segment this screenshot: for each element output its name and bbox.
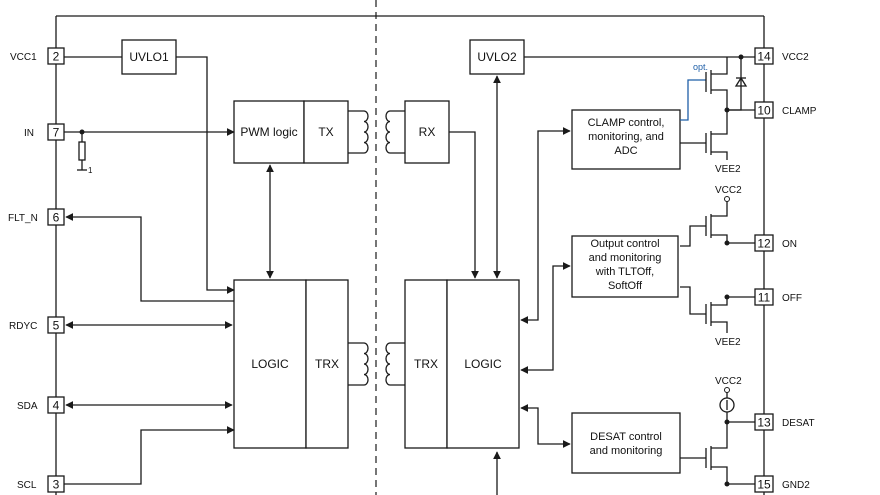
svg-text:7: 7	[53, 126, 60, 140]
svg-text:TRX: TRX	[414, 357, 438, 371]
svg-text:12: 12	[757, 237, 771, 251]
pin-flt-n: 6 FLT_N	[8, 208, 65, 226]
svg-text:OFF: OFF	[782, 293, 802, 304]
pin-on: 12 ON	[754, 234, 797, 252]
svg-text:14: 14	[757, 50, 771, 64]
pin-clamp: 10 CLAMP	[754, 101, 817, 119]
svg-text:VCC2: VCC2	[715, 376, 742, 387]
tx-block: TX	[303, 100, 349, 164]
pin-scl: 3 SCL	[17, 475, 65, 493]
pin-vcc1: 2 VCC1	[10, 47, 65, 65]
svg-text:and monitoring: and monitoring	[589, 252, 662, 264]
uvlo1-block: UVLO1	[121, 39, 177, 75]
svg-text:LOGIC: LOGIC	[251, 357, 289, 371]
svg-text:Output control: Output control	[590, 238, 659, 250]
svg-text:GND2: GND2	[782, 480, 810, 491]
svg-text:TX: TX	[318, 125, 333, 139]
trx-right-block: TRX	[404, 279, 448, 449]
svg-text:SDA: SDA	[17, 401, 38, 412]
pwm-logic-block: PWM logic	[233, 100, 305, 164]
desat-control-block: DESAT control and monitoring	[571, 412, 681, 474]
svg-text:and monitoring: and monitoring	[590, 445, 663, 457]
svg-text:15: 15	[757, 478, 771, 492]
svg-text:3: 3	[53, 478, 60, 492]
svg-text:RDYC: RDYC	[9, 321, 37, 332]
svg-text:VEE2: VEE2	[715, 337, 741, 348]
svg-text:with TLTOff,: with TLTOff,	[595, 266, 655, 278]
svg-text:VEE2: VEE2	[715, 164, 741, 175]
svg-text:RX: RX	[419, 125, 436, 139]
svg-text:monitoring, and: monitoring, and	[588, 131, 664, 143]
svg-text:SCL: SCL	[17, 480, 37, 491]
svg-text:10: 10	[757, 104, 771, 118]
rx-block: RX	[404, 100, 450, 164]
svg-text:VCC2: VCC2	[782, 52, 809, 63]
svg-text:DESAT: DESAT	[782, 418, 815, 429]
pin-desat: 13 DESAT	[754, 413, 815, 431]
svg-text:11: 11	[758, 291, 771, 305]
svg-text:VCC1: VCC1	[10, 52, 37, 63]
logic-right-block: LOGIC	[446, 279, 520, 449]
pin-off: 11 OFF	[754, 288, 802, 306]
svg-text:opt.: opt.	[693, 62, 708, 72]
svg-text:FLT_N: FLT_N	[8, 213, 38, 224]
svg-text:UVLO2: UVLO2	[477, 50, 517, 64]
svg-text:ON: ON	[782, 239, 797, 250]
svg-text:PWM logic: PWM logic	[240, 125, 297, 139]
svg-text:TRX: TRX	[315, 357, 339, 371]
svg-text:13: 13	[757, 416, 771, 430]
svg-text:IN: IN	[24, 128, 34, 139]
uvlo2-block: UVLO2	[469, 39, 525, 75]
pin-sda: 4 SDA	[17, 396, 65, 414]
svg-text:VCC2: VCC2	[715, 185, 742, 196]
transformer-top	[348, 110, 405, 154]
pin-gnd2: 15 GND2	[754, 475, 810, 493]
svg-text:4: 4	[53, 399, 60, 413]
wires-left: 1	[64, 56, 274, 485]
pin-in: 7 IN	[24, 123, 65, 141]
svg-text:UVLO1: UVLO1	[129, 50, 169, 64]
svg-text:CLAMP control,: CLAMP control,	[588, 117, 665, 129]
svg-text:2: 2	[53, 50, 60, 64]
svg-text:1: 1	[88, 166, 93, 175]
svg-text:DESAT control: DESAT control	[590, 431, 662, 443]
svg-text:CLAMP: CLAMP	[782, 106, 817, 117]
pin-vcc2: 14 VCC2	[754, 47, 809, 65]
svg-text:SoftOff: SoftOff	[608, 280, 643, 292]
svg-text:6: 6	[53, 211, 60, 225]
output-control-block: Output control and monitoring with TLTOf…	[571, 235, 679, 298]
transformer-bottom	[348, 342, 405, 386]
trx-left-block: TRX	[305, 279, 349, 449]
svg-text:5: 5	[53, 319, 60, 333]
svg-text:ADC: ADC	[614, 145, 637, 157]
svg-text:LOGIC: LOGIC	[464, 357, 502, 371]
clamp-control-block: CLAMP control, monitoring, and ADC	[571, 109, 681, 170]
logic-left-block: LOGIC	[233, 279, 307, 449]
pin-rdyc: 5 RDYC	[9, 316, 65, 334]
wires-right: opt. VEE2 VCC2 VEE2 VCC2	[449, 54, 755, 495]
